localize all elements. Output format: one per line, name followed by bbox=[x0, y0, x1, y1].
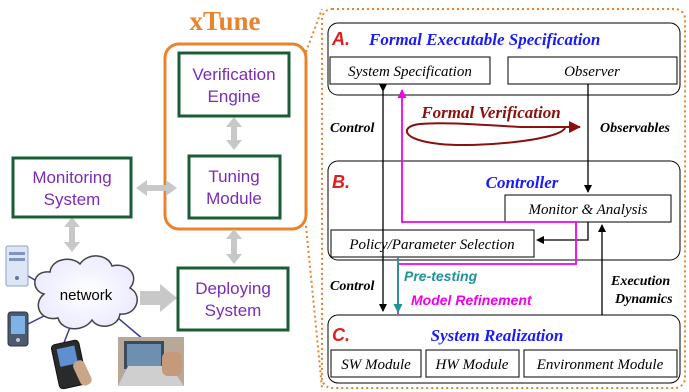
detail-frame bbox=[321, 8, 686, 389]
zoom-line-top bbox=[305, 8, 323, 53]
monitor-analysis-box bbox=[504, 194, 672, 223]
section-c-letter: C. bbox=[332, 325, 350, 345]
tuning-module-line2: Module bbox=[206, 189, 262, 208]
observables-label: Observables bbox=[600, 121, 671, 136]
system-specification-box bbox=[329, 56, 491, 85]
control-label-bottom: Control bbox=[330, 279, 374, 294]
policy-selection-label: Policy/Parameter Selection bbox=[348, 237, 514, 253]
network-cloud bbox=[34, 255, 138, 330]
system-specification-label: System Specification bbox=[348, 64, 472, 80]
formal-verification-label: Formal Verification bbox=[420, 103, 560, 122]
verification-engine-line1: Verification bbox=[192, 65, 275, 84]
sw-module-box bbox=[330, 349, 422, 378]
environment-module-box bbox=[523, 349, 678, 378]
verification-engine-line2: Engine bbox=[208, 87, 261, 106]
pda-icon bbox=[7, 311, 29, 347]
section-a-letter: A. bbox=[331, 29, 350, 49]
section-b-letter: B. bbox=[332, 172, 350, 192]
deploying-system-line1: Deploying bbox=[195, 279, 271, 298]
server-icon bbox=[5, 245, 29, 287]
section-c-title: System Realization bbox=[431, 326, 564, 345]
deploying-system-box bbox=[176, 266, 290, 332]
zoom-line-bottom bbox=[305, 225, 323, 389]
environment-module-label: Environment Module bbox=[536, 357, 664, 373]
section-b-title: Controller bbox=[486, 173, 559, 192]
execution-label: Execution bbox=[610, 274, 670, 289]
model-refinement-label: Model Refinement bbox=[411, 292, 533, 308]
monitoring-system-line2: System bbox=[44, 190, 101, 209]
deploying-system-line2: System bbox=[205, 301, 262, 320]
formal-verification-loop bbox=[405, 122, 566, 147]
monitor-to-policy-arrow bbox=[536, 222, 589, 244]
hw-module-box bbox=[425, 349, 520, 378]
control-label-top: Control bbox=[330, 121, 374, 136]
laptop-photo-icon bbox=[118, 337, 184, 386]
monitoring-system-box bbox=[11, 156, 133, 219]
observer-box bbox=[507, 56, 678, 85]
hw-module-label: HW Module bbox=[435, 357, 509, 373]
monitor-analysis-label: Monitor & Analysis bbox=[528, 202, 648, 218]
policy-selection-box bbox=[330, 229, 535, 258]
sw-module-label: SW Module bbox=[341, 357, 411, 373]
gray-arrows bbox=[64, 117, 242, 312]
dynamics-label: Dynamics bbox=[614, 292, 673, 307]
monitoring-system-line1: Monitoring bbox=[32, 168, 111, 187]
observer-label: Observer bbox=[564, 64, 620, 80]
section-a-title: Formal Executable Specification bbox=[368, 30, 600, 49]
xtune-title: xTune bbox=[189, 6, 260, 36]
tuning-module-box bbox=[187, 154, 282, 220]
tuning-module-line1: Tuning bbox=[208, 167, 259, 186]
pre-testing-label: Pre-testing bbox=[404, 268, 478, 284]
network-label: network bbox=[60, 287, 113, 304]
xtune-frame bbox=[163, 42, 308, 231]
handheld-icon bbox=[50, 339, 92, 390]
verification-engine-box bbox=[177, 51, 291, 118]
